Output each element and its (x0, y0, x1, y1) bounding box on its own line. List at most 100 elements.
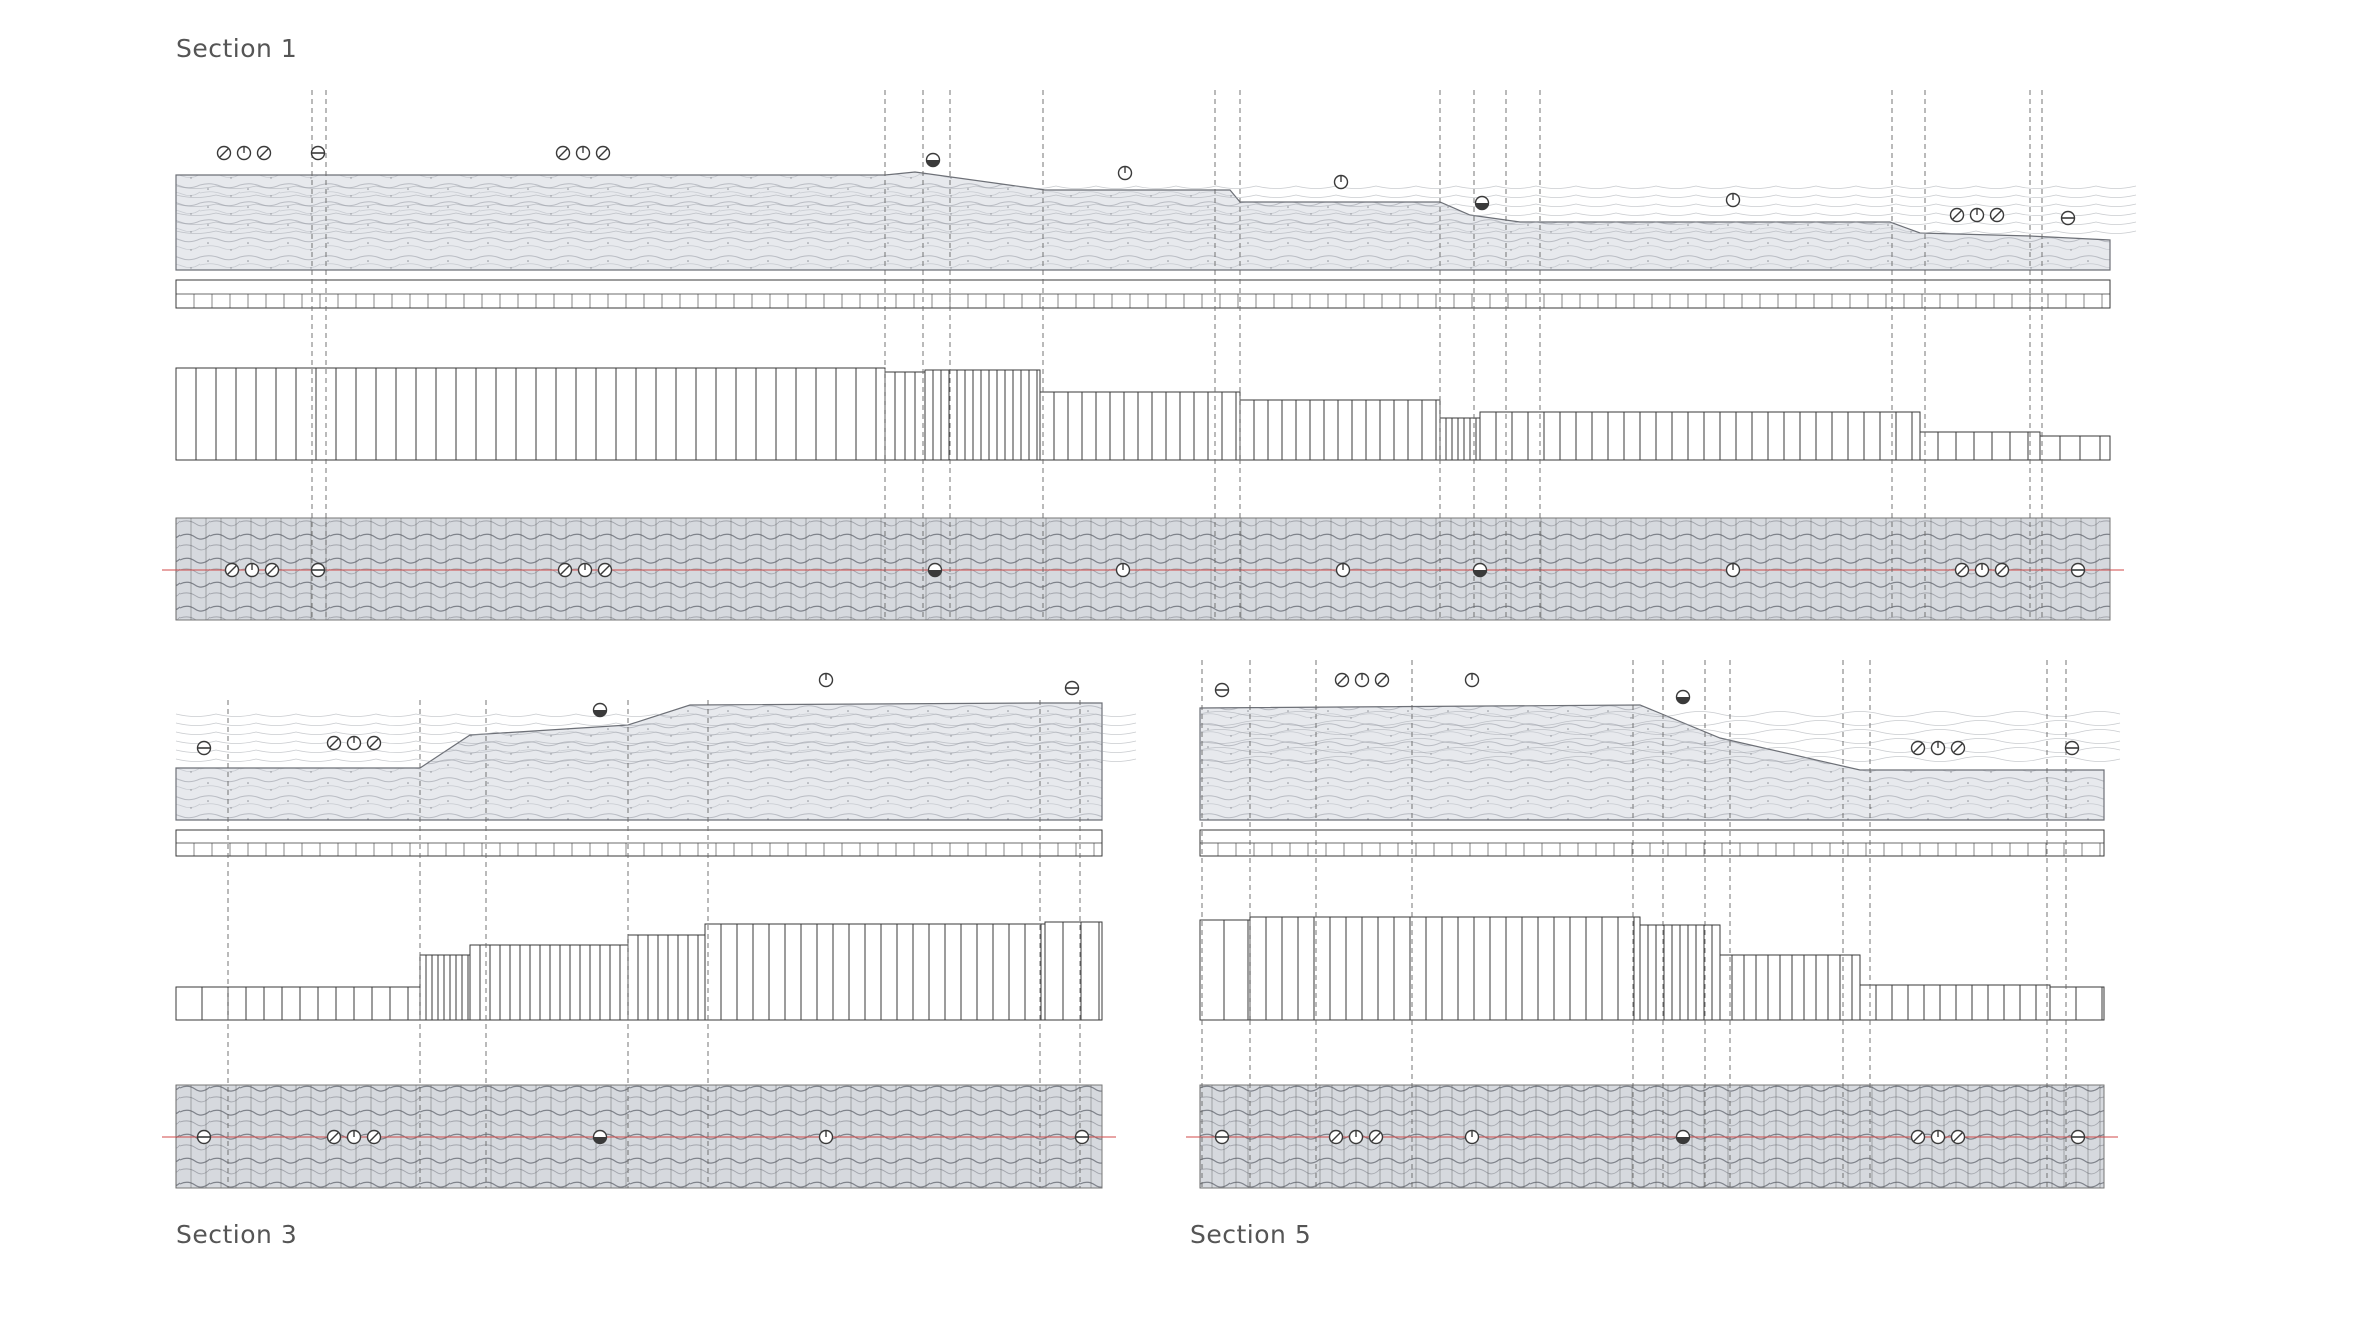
circle-slash-icon (1910, 740, 1926, 756)
section-5-elevation (1186, 660, 2121, 1189)
elevation-bar (627, 934, 639, 1021)
circle-tick-icon (1725, 192, 1741, 208)
elevation-bar (535, 367, 557, 461)
elevation-bar (479, 944, 491, 1021)
circle-tick-icon (1115, 562, 1131, 578)
circle-tick-icon (575, 145, 591, 161)
stone-band (175, 171, 2111, 271)
elevation-bar (1803, 954, 1817, 1021)
elevation-bar (1351, 399, 1367, 461)
elevation-bar (1891, 984, 1909, 1021)
circle-slash-icon (557, 562, 573, 578)
elevation-bar (1553, 916, 1571, 1021)
elevation-bar (1607, 411, 1625, 461)
circle-tick-icon (818, 672, 834, 688)
elevation-bar (1297, 916, 1315, 1021)
elevation-bar (1575, 411, 1593, 461)
elevation-bar (1591, 411, 1609, 461)
elevation-bar (647, 934, 659, 1021)
circle-tick-icon (1348, 1129, 1364, 1145)
circle-tick-icon (346, 1129, 362, 1145)
elevation-bar (755, 367, 777, 461)
circle-slash-icon (1989, 207, 2005, 223)
elevation-bar (371, 986, 391, 1021)
elevation-bar (443, 954, 451, 1021)
circle-bar-icon (2070, 1129, 2086, 1145)
elevation-bar (317, 986, 337, 1021)
circle-slash-icon (1368, 1129, 1384, 1145)
elevation-bar (815, 367, 837, 461)
photo-strip (175, 517, 2111, 621)
elevation-bar (1323, 399, 1339, 461)
elevation-bar (1098, 921, 1103, 1021)
elevation-bar (2039, 435, 2061, 461)
elevation-bar (609, 944, 621, 1021)
elevation-bar (996, 369, 1006, 461)
elevation-bar (375, 367, 397, 461)
elevation-bar (1439, 417, 1447, 461)
elevation-bar (1831, 411, 1849, 461)
elevation-bar (1671, 411, 1689, 461)
elevation-bar (2049, 986, 2077, 1021)
elevation-bar (932, 369, 942, 461)
elevation-bar (1663, 924, 1673, 1021)
elevation-bar (1751, 411, 1769, 461)
elevation-bar (1479, 411, 1497, 461)
stone-vein (175, 212, 2137, 216)
elevation-bar (2075, 986, 2103, 1021)
section-1-elevation (162, 90, 2137, 621)
stone-vein (175, 230, 2137, 234)
circle-slash-icon (1328, 1129, 1344, 1145)
elevation-bar (704, 923, 722, 1021)
elevation-bar (299, 986, 319, 1021)
elevation-bar (635, 367, 657, 461)
elevation-bar (1109, 391, 1125, 461)
elevation-bar (1879, 411, 1897, 461)
elevation-bar (1511, 411, 1529, 461)
elevation-bar (407, 986, 421, 1021)
elevation-bar (884, 371, 896, 461)
elevation-bar (1379, 399, 1395, 461)
elevation-bar (1655, 411, 1673, 461)
elevation-bar (992, 923, 1010, 1021)
elevation-bar (281, 986, 301, 1021)
elevation-bar (667, 934, 679, 1021)
half-filled-circle-icon (592, 702, 608, 718)
circle-bar-icon (1064, 680, 1080, 696)
section-3-elevation (162, 672, 1137, 1189)
elevation-bar (956, 369, 966, 461)
elevation-bar (1377, 916, 1395, 1021)
elevation-bar (1923, 984, 1941, 1021)
elevation-bar (1123, 391, 1139, 461)
elevation-bar (1361, 916, 1379, 1021)
elevation-bar (976, 923, 994, 1021)
elevation-bar (1020, 369, 1030, 461)
elevation-bar (1495, 411, 1513, 461)
circle-tick-icon (1354, 672, 1370, 688)
circle-slash-icon (1949, 207, 1965, 223)
elevation-bar (1919, 431, 1939, 461)
elevation-bar (461, 954, 469, 1021)
elevation-bar (1095, 391, 1111, 461)
elevation-bar (1235, 391, 1241, 461)
elevation-bar (2019, 984, 2037, 1021)
circle-bar-icon (1214, 1129, 1230, 1145)
elevation-bar (655, 367, 677, 461)
elevation-bar (1955, 984, 1973, 1021)
elevation-bar (495, 367, 517, 461)
elevation-bar (215, 367, 237, 461)
elevation-bar (389, 986, 409, 1021)
elevation-bar (595, 367, 617, 461)
half-filled-circle-icon (927, 562, 943, 578)
elevation-bar (615, 367, 637, 461)
elevation-bar (1329, 916, 1347, 1021)
elevation-bar (715, 367, 737, 461)
circle-slash-icon (595, 145, 611, 161)
elevation-bar (1407, 399, 1423, 461)
elevation-bar (1783, 411, 1801, 461)
elevation-bar (1137, 391, 1153, 461)
elevation-bar (227, 986, 247, 1021)
elevation-bar (904, 371, 916, 461)
circle-slash-icon (326, 735, 342, 751)
